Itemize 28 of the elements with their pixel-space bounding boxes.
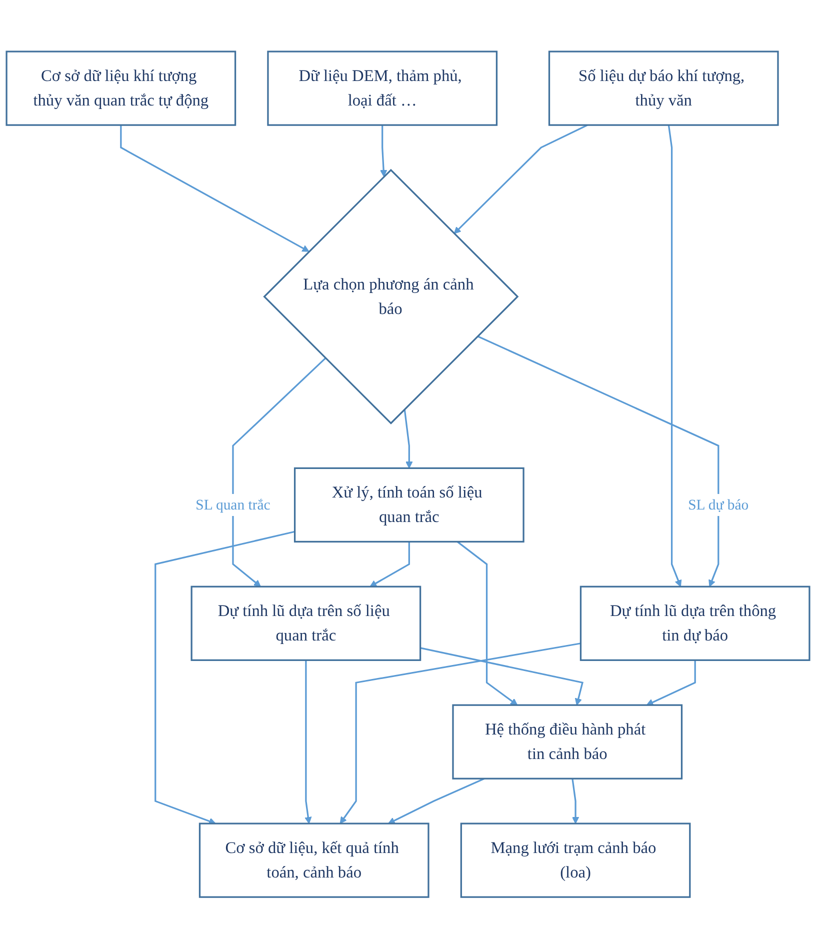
node-box: Dự tính lũ dựa trên số liệu quan trắc bbox=[190, 586, 422, 662]
arrow bbox=[404, 409, 413, 469]
node-box: Mạng lưới trạm cảnh báo (loa) bbox=[460, 822, 691, 898]
arrow bbox=[370, 542, 410, 588]
arrow bbox=[232, 358, 326, 588]
edge-label: SL dự báo bbox=[688, 496, 749, 513]
node-box: Xử lý, tính toán số liệu quan trắc bbox=[294, 468, 524, 543]
arrow bbox=[477, 336, 720, 588]
arrow bbox=[304, 660, 312, 824]
arrow bbox=[454, 124, 588, 234]
arrow bbox=[668, 125, 682, 588]
arrow bbox=[154, 531, 295, 825]
arrow bbox=[380, 125, 388, 178]
node-box: Dữ liệu DEM, thảm phủ, loại đất … bbox=[267, 50, 498, 126]
node-box: Hệ thống điều hành phát tin cảnh báo bbox=[452, 704, 683, 780]
arrow bbox=[340, 642, 581, 824]
arrow bbox=[388, 778, 485, 824]
node-box: Cơ sở dữ liệu khí tượng thủy văn quan trắc tự động bbox=[6, 50, 236, 126]
arrow bbox=[572, 778, 580, 824]
node-box: Dự tính lũ dựa trên thông tin dự báo bbox=[580, 586, 810, 662]
arrow bbox=[120, 125, 310, 252]
node-box: Cơ sở dữ liệu, kết quả tính toán, cảnh báo bbox=[198, 822, 430, 898]
edge-label: SL quan trắc bbox=[196, 496, 270, 513]
arrow bbox=[456, 541, 518, 706]
arrow bbox=[420, 647, 584, 706]
arrow bbox=[646, 660, 696, 706]
node-box: Số liệu dự báo khí tượng, thủy văn bbox=[548, 50, 779, 126]
node-diamond: Lựa chọn phương án cảnh báo bbox=[263, 169, 519, 425]
